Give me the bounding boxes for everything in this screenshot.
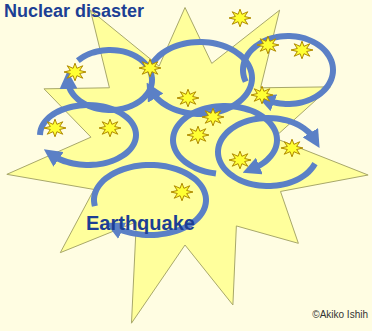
cycle-arrow bbox=[151, 42, 252, 114]
spark-symbol bbox=[177, 89, 199, 107]
spark-symbol bbox=[44, 119, 66, 137]
spark-symbol bbox=[171, 183, 193, 201]
cycle-arrow bbox=[68, 50, 152, 110]
spark-symbol bbox=[229, 151, 251, 169]
spark-symbol bbox=[291, 41, 313, 59]
spark-symbol bbox=[99, 119, 121, 137]
cycle-arrow bbox=[243, 36, 333, 104]
spark-symbol bbox=[139, 59, 161, 77]
event-label: Earthquake bbox=[86, 212, 195, 235]
spark-symbol bbox=[64, 63, 86, 81]
copyright-note: ©Akiko Ishih bbox=[312, 309, 368, 320]
spark-symbol bbox=[257, 36, 279, 54]
spark-symbol bbox=[251, 86, 273, 104]
cycle-arrow bbox=[218, 118, 315, 186]
event-label: Nuclear disaster bbox=[4, 1, 144, 22]
spark-symbol bbox=[187, 126, 209, 144]
cycle-arrow bbox=[40, 105, 136, 165]
explosion-shape bbox=[7, 8, 368, 324]
spark-symbol bbox=[229, 9, 251, 27]
spark-symbol bbox=[202, 108, 224, 126]
spark-symbol bbox=[281, 139, 303, 157]
